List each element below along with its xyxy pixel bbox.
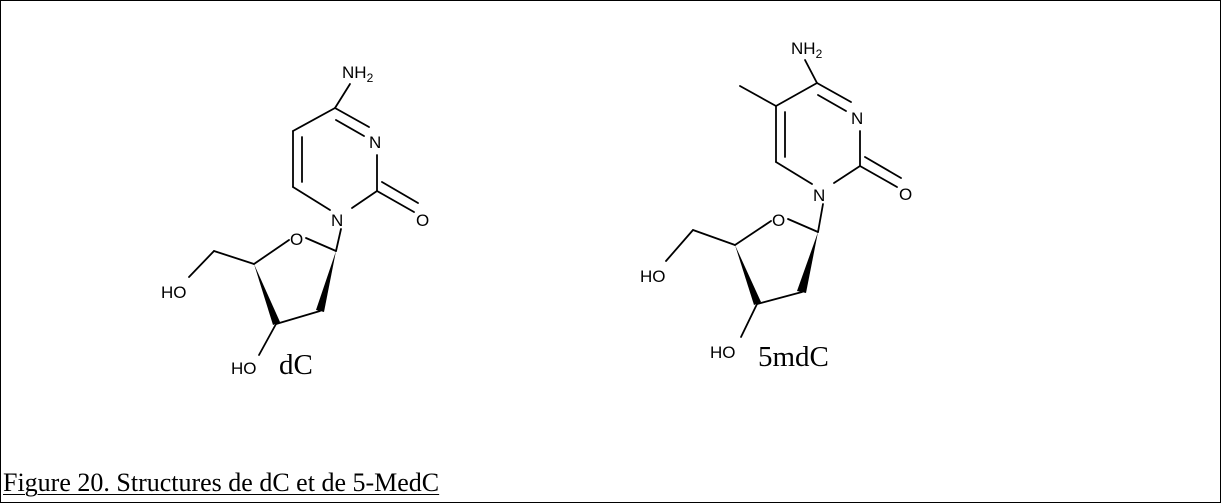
- bond-c2-o: [376, 190, 415, 213]
- bond-n1-c2: [351, 190, 378, 209]
- bond-c3prime-c2prime: [275, 310, 321, 325]
- molecule-name-dc: dC: [279, 349, 313, 381]
- bond-n1-c1prime: [335, 228, 342, 252]
- bond-c4-c5: [775, 82, 818, 107]
- ho5-label: HO: [161, 283, 187, 302]
- n1-label: N: [813, 186, 825, 205]
- bond-c6-n1: [292, 186, 331, 211]
- bond-c1prime-o4prime: [787, 218, 819, 233]
- molecule-dc: NH2 N N O O HO HO dC: [161, 63, 429, 381]
- bond-n3-c4-double: [335, 119, 365, 137]
- ring-o-label: O: [290, 230, 303, 249]
- molecule-name-5mdc: 5mdC: [758, 341, 829, 373]
- bond-n1-c1prime: [817, 203, 824, 233]
- bond-c5-methyl: [739, 85, 777, 107]
- nh2-label: NH2: [342, 63, 374, 85]
- carbonyl-o-label: O: [899, 185, 912, 204]
- bond-c3prime-o3prime: [258, 323, 277, 356]
- bond-o4prime-c4prime: [734, 220, 772, 246]
- bond-c4-nh2: [804, 59, 818, 84]
- n1-label: N: [331, 211, 343, 230]
- ring-o-label: O: [772, 211, 785, 230]
- bond-c2-o: [859, 165, 898, 188]
- bond-n3-c4-double: [817, 94, 847, 112]
- bond-c4prime-c5prime: [692, 229, 736, 246]
- wedge-c1prime-c2prime: [316, 251, 336, 312]
- wedge-c1prime-c2prime: [797, 232, 818, 293]
- nh2-label: NH2: [791, 39, 823, 61]
- bond-c4-c5: [292, 107, 336, 132]
- wedge-c4prime-c3prime: [735, 245, 761, 305]
- carbonyl-o-label: O: [416, 211, 429, 230]
- ho5-label: HO: [640, 267, 666, 286]
- bond-c2-o-double: [381, 181, 419, 204]
- figure-caption: Figure 20. Structures de dC et de 5-MedC: [3, 468, 440, 497]
- ho3-label: HO: [231, 359, 257, 378]
- bond-c6-n1: [775, 161, 813, 185]
- bond-c2-o-double: [864, 156, 902, 179]
- bond-c4prime-c5prime: [213, 250, 255, 265]
- bond-c5prime-o5prime: [188, 250, 215, 278]
- bond-n3-c4: [816, 82, 852, 103]
- ho3-label: HO: [710, 343, 736, 362]
- n3-label: N: [369, 133, 381, 152]
- bond-n3-c4: [334, 107, 370, 128]
- bond-c4-nh2: [334, 83, 351, 109]
- bond-c3prime-o3prime: [740, 303, 758, 338]
- bond-c5prime-o5prime: [665, 229, 694, 262]
- bond-c3prime-c2prime: [756, 291, 803, 305]
- bond-c1prime-o4prime: [305, 237, 337, 252]
- bond-n1-c2: [833, 165, 861, 184]
- n3-label: N: [851, 109, 863, 128]
- molecule-5mdc: NH2 N N O O HO HO 5mdC: [640, 39, 912, 373]
- wedge-c4prime-c3prime: [254, 264, 280, 325]
- bond-o4prime-c4prime: [253, 239, 290, 265]
